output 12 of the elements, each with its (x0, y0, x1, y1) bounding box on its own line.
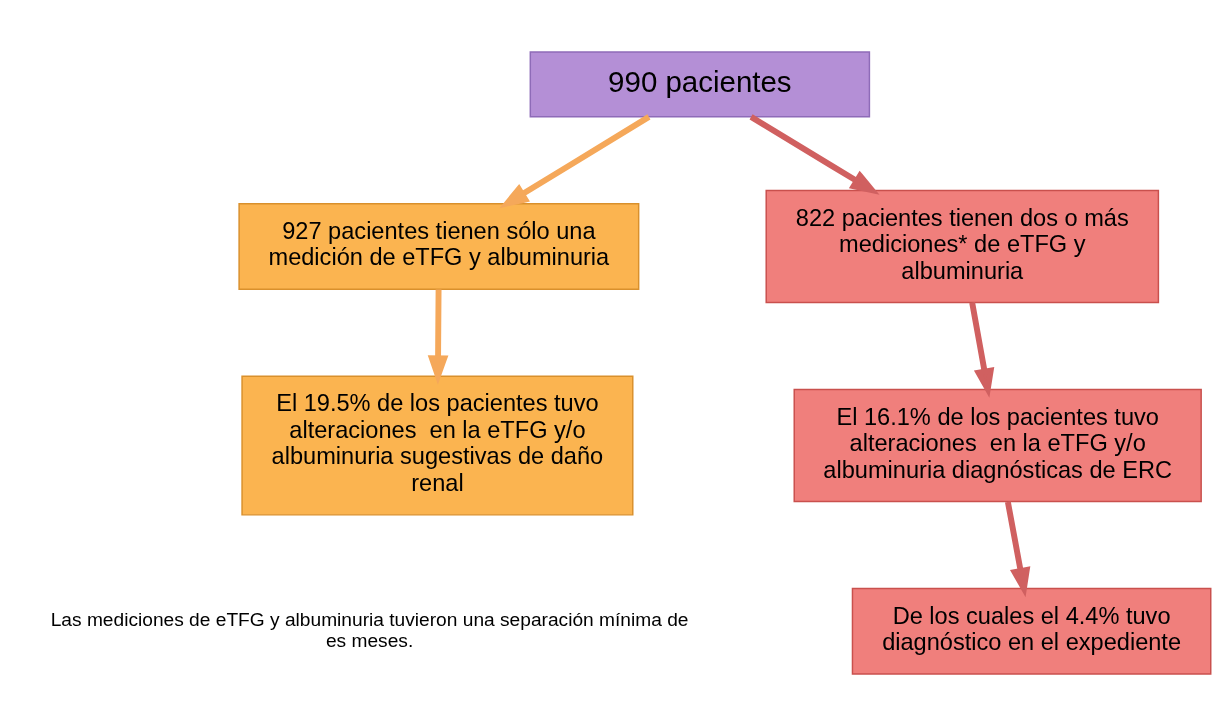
arrow (969, 302, 995, 398)
node-box: De los cuales el 4.4% tuvo diagnóstico en el expediente (851, 587, 1212, 675)
label: Las mediciones de eTFG y albuminuria tuvieron una separación mínima de es meses. (50, 609, 689, 651)
arrow (1004, 501, 1031, 598)
arrow (749, 114, 880, 195)
node-box: El 16.1% de los pacientes tuvo alteraciones en la eTFG y/o albuminuria diagnósticas de ERC (793, 388, 1202, 503)
arrow (427, 289, 449, 385)
node-box: 822 pacientes tienen dos o más mediciones* de eTFG y albuminuria (765, 189, 1160, 304)
node-box: 927 pacientes tienen sólo una medición de eTFG y albuminuria (238, 203, 640, 290)
arrow (499, 114, 651, 209)
node-box: 990 pacientes (529, 51, 871, 118)
node-box: El 19.5% de los pacientes tuvo alteraciones en la eTFG y/o albuminuria sugestivas de daño renal (241, 375, 634, 516)
